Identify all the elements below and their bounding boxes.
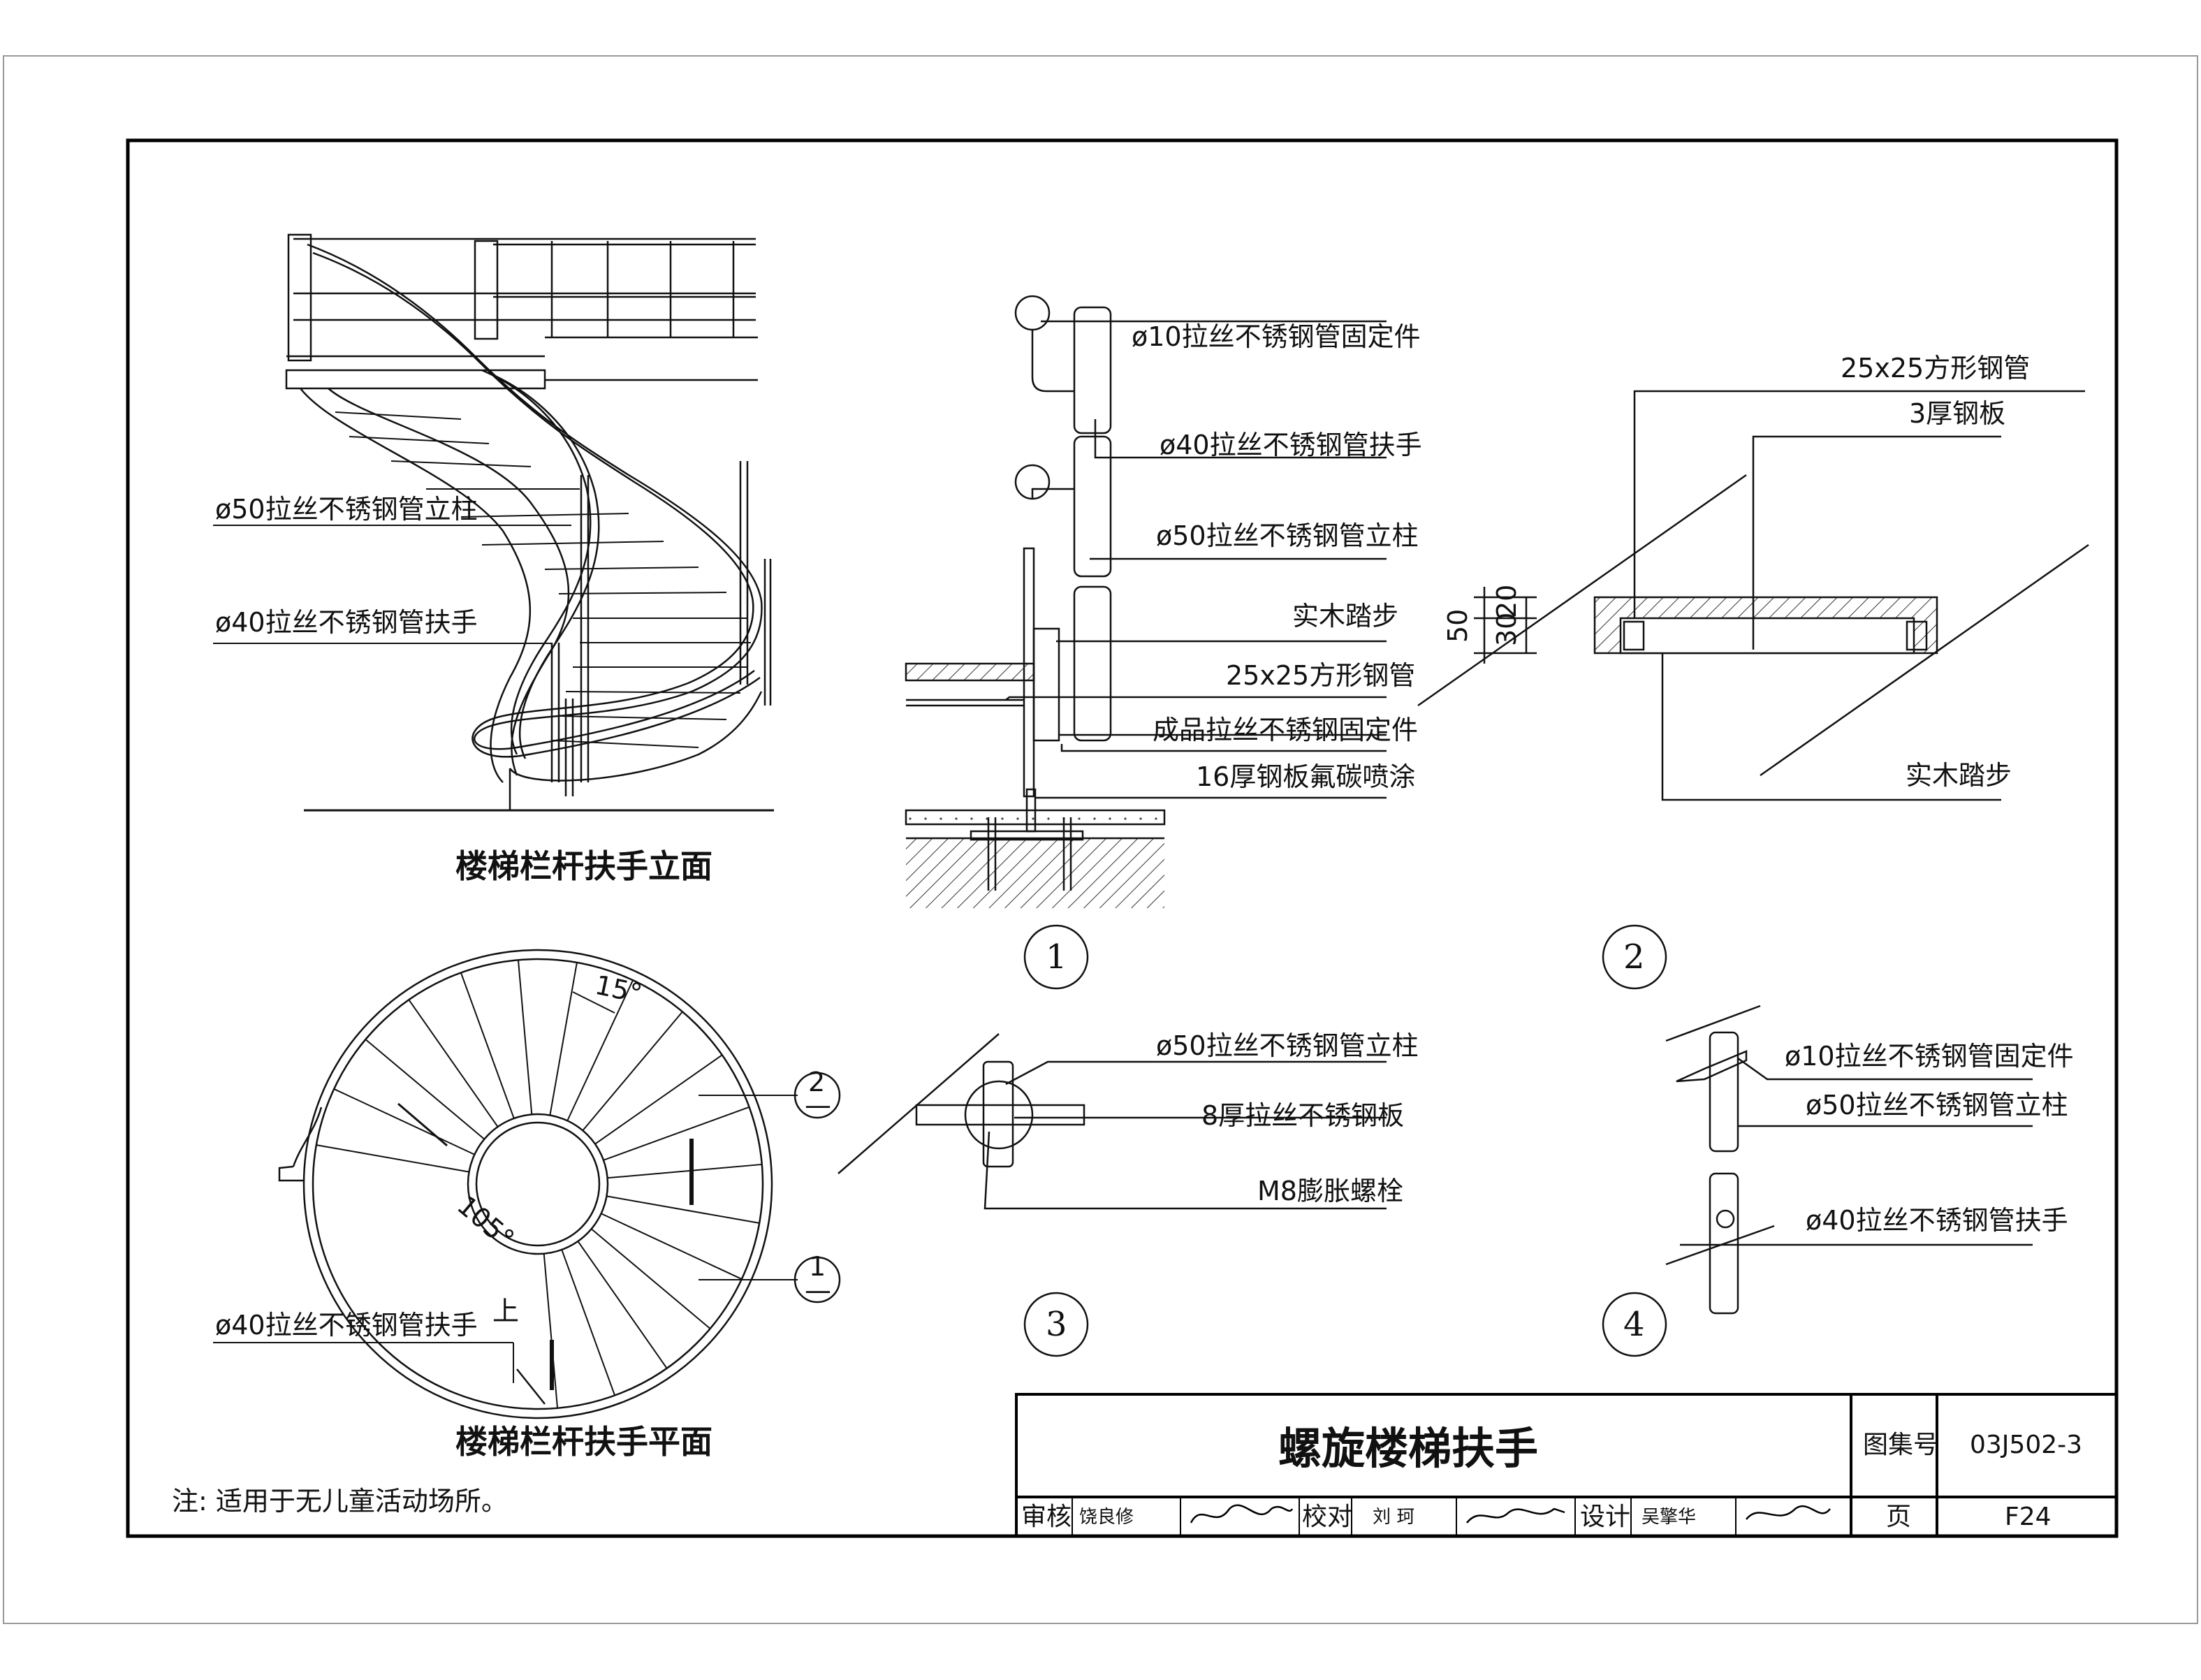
detail-4-label-1: ø10拉丝不锈钢管固定件	[1785, 1041, 2074, 1072]
drawing-note: 注: 适用于无儿童活动场所。	[172, 1486, 508, 1517]
stair-plan-drawing	[213, 949, 798, 1419]
plan-step-line	[365, 1039, 485, 1140]
plan-step-line	[582, 1011, 683, 1132]
page-number: F24	[2005, 1503, 2052, 1531]
outer-border	[3, 55, 2198, 1624]
detail-3-label-3: M8膨胀螺栓	[1257, 1176, 1403, 1206]
plan-step-line	[594, 1054, 723, 1145]
review-label: 审核	[1021, 1503, 1072, 1531]
detail-2-label-1: 25x25方形钢管	[1841, 353, 2030, 384]
plan-title: 楼梯栏杆扶手平面	[455, 1423, 712, 1461]
detail-4-number: 4	[1623, 1305, 1645, 1344]
detail-3-number: 3	[1046, 1305, 1067, 1344]
plan-step-line	[590, 1228, 711, 1329]
detail-2-marker	[1602, 924, 1667, 990]
plan-step-line	[606, 1195, 760, 1224]
plan-step-line	[577, 1241, 668, 1369]
detail-1-label-6: 成品拉丝不锈钢固定件	[1153, 715, 1418, 745]
detail-3-label-2: 8厚拉丝不锈钢板	[1201, 1100, 1404, 1131]
checker-name: 刘 珂	[1373, 1507, 1414, 1528]
plan-section-1-dash: —	[805, 1275, 831, 1306]
elevation-post-label: ø50拉丝不锈钢管立柱	[215, 494, 478, 525]
plan-section-2-dash: —	[805, 1090, 831, 1120]
detail-1-number: 1	[1046, 937, 1067, 977]
design-label: 设计	[1580, 1503, 1630, 1531]
elevation-title: 楼梯栏杆扶手立面	[455, 847, 712, 885]
detail-3-drawing	[838, 1033, 1387, 1357]
plan-section-2: 2	[808, 1067, 825, 1097]
plan-step-line	[316, 1144, 469, 1173]
reviewer-name: 饶良修	[1079, 1507, 1134, 1528]
detail-1-drawing	[905, 295, 1387, 990]
title-block-title: 螺旋楼梯扶手	[1278, 1423, 1538, 1474]
plan-step-line	[460, 972, 515, 1119]
plan-rail-label: ø40拉丝不锈钢管扶手	[215, 1310, 478, 1341]
detail-1-label-5: 25x25方形钢管	[1226, 660, 1415, 691]
elevation-rail-label: ø40拉丝不锈钢管扶手	[215, 607, 478, 638]
plan-step-line	[549, 962, 578, 1116]
atlas-label: 图集号	[1863, 1431, 1938, 1459]
plan-step-line	[543, 1253, 559, 1408]
detail-4-label-2: ø50拉丝不锈钢管立柱	[1806, 1090, 2068, 1120]
plan-step-line	[561, 1249, 616, 1396]
detail-1-label-2: ø40拉丝不锈钢管扶手	[1160, 430, 1422, 460]
detail-4-label-3: ø40拉丝不锈钢管扶手	[1806, 1205, 2068, 1236]
detail-4-drawing	[1602, 1005, 2033, 1357]
plan-step-line	[408, 999, 499, 1127]
plan-step-line	[333, 1088, 475, 1155]
detail-2-number: 2	[1623, 937, 1645, 977]
section-marker-2	[794, 1072, 841, 1119]
plan-step-line	[601, 1213, 743, 1280]
plan-section-1: 1	[809, 1251, 826, 1282]
plan-step-line	[603, 1106, 749, 1161]
stair-elevation-drawing	[213, 233, 774, 812]
detail-1-label-4: 实木踏步	[1292, 601, 1398, 631]
plan-angle-15: 15°	[592, 970, 645, 1009]
plan-step-line	[566, 979, 634, 1121]
detail-2-dim-b: 20	[1491, 585, 1522, 618]
detail-2-dim-total: 50	[1442, 609, 1473, 643]
detail-2-drawing	[1417, 390, 2089, 801]
detail-1-label-1: ø10拉丝不锈钢管固定件	[1132, 321, 1421, 352]
plan-step-line	[517, 960, 533, 1115]
designer-name: 吴擎华	[1641, 1507, 1696, 1528]
plan-up-label: 上	[492, 1296, 519, 1327]
check-label: 校对	[1302, 1503, 1352, 1531]
title-block	[1015, 1393, 2118, 1537]
atlas-number: 03J502-3	[1970, 1431, 2082, 1459]
detail-2-label-3: 实木踏步	[1906, 760, 2012, 791]
detail-2-dim-a: 30	[1491, 613, 1522, 646]
section-marker-1	[794, 1256, 841, 1303]
detail-3-label-1: ø50拉丝不锈钢管立柱	[1156, 1030, 1419, 1061]
plan-step-line	[607, 1163, 762, 1179]
detail-1-label-3: ø50拉丝不锈钢管立柱	[1156, 520, 1419, 551]
plan-angle-105: 105°	[451, 1190, 520, 1255]
detail-1-label-7: 16厚钢板氟碳喷涂	[1196, 761, 1415, 792]
detail-2-label-2: 3厚钢板	[1909, 398, 2005, 429]
page-label: 页	[1886, 1503, 1911, 1531]
